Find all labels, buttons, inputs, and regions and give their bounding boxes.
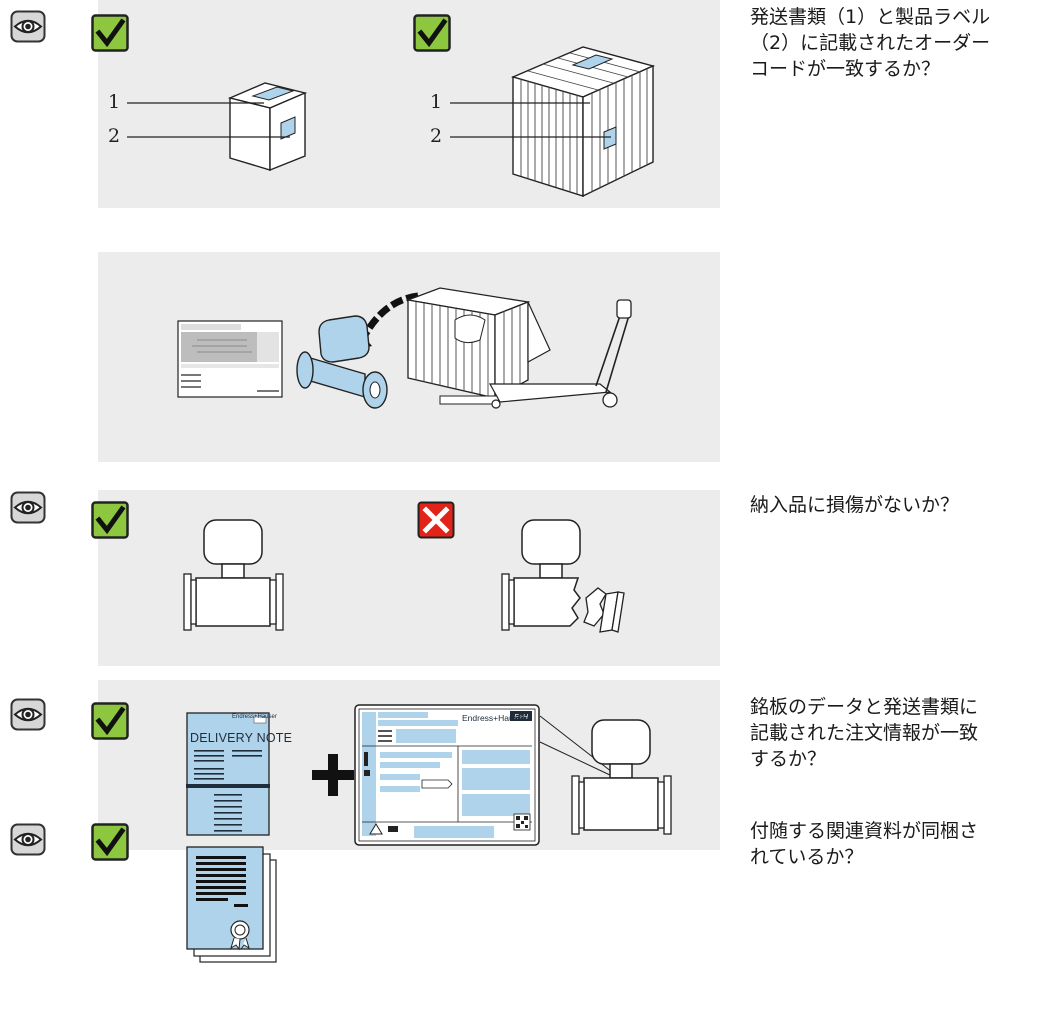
step-caption-nameplate: 銘板のデータと発送書類に 記載された注文情報が一致 するか？ <box>750 694 1035 772</box>
delivery-note-document <box>186 712 270 836</box>
caption-line: 記載された注文情報が一致 <box>750 722 979 744</box>
delivery-note-brand: Endress+Hauser <box>232 714 277 720</box>
eye-icon <box>10 823 46 856</box>
cross-icon <box>417 501 455 539</box>
delivery-note-title: DELIVERY NOTE <box>190 731 293 745</box>
step-caption-documents: 付随する関連資料が同梱さ れているか？ <box>750 818 1035 870</box>
callout-2: 2 <box>108 125 121 147</box>
intact-device <box>183 519 284 631</box>
caption-line: 付随する関連資料が同梱さ <box>750 820 979 842</box>
callout-2: 2 <box>430 125 443 147</box>
caption-line: （2）に記載されたオーダー <box>750 32 991 54</box>
svg-text:E+H: E+H <box>514 714 529 721</box>
documentation-booklet <box>177 320 283 398</box>
callout-1: 1 <box>108 91 121 113</box>
caption-line: するか？ <box>750 748 827 770</box>
caption-line: 納入品に損傷がないか？ <box>750 494 960 516</box>
callout-1: 1 <box>430 91 443 113</box>
small-package-illustration <box>227 82 308 172</box>
plus-icon <box>312 754 354 796</box>
eye-icon <box>10 698 46 731</box>
documents-stack-icon <box>186 846 277 963</box>
eye-icon <box>10 491 46 524</box>
caption-line: コードが一致するか？ <box>750 58 941 80</box>
check-icon <box>91 823 129 861</box>
step-caption-order-code: 発送書類（1）と製品ラベル （2）に記載されたオーダー コードが一致するか？ <box>750 4 1035 82</box>
eye-icon <box>10 10 46 43</box>
check-icon <box>413 14 451 52</box>
caption-line: 発送書類（1）と製品ラベル <box>750 6 991 28</box>
check-icon <box>91 501 129 539</box>
caption-line: 銘板のデータと発送書類に <box>750 696 979 718</box>
nameplate-brand: Endress+Hauser <box>462 713 526 723</box>
nameplate-label: E+H <box>354 704 540 846</box>
open-crate-pallet-truck <box>405 287 632 409</box>
step-caption-damage: 納入品に損傷がないか？ <box>750 492 1035 518</box>
device-with-nameplate <box>571 719 672 835</box>
check-icon <box>91 14 129 52</box>
check-icon <box>91 702 129 740</box>
caption-line: れているか？ <box>750 846 864 868</box>
damaged-device <box>501 519 625 633</box>
flowmeter-device <box>296 315 388 409</box>
